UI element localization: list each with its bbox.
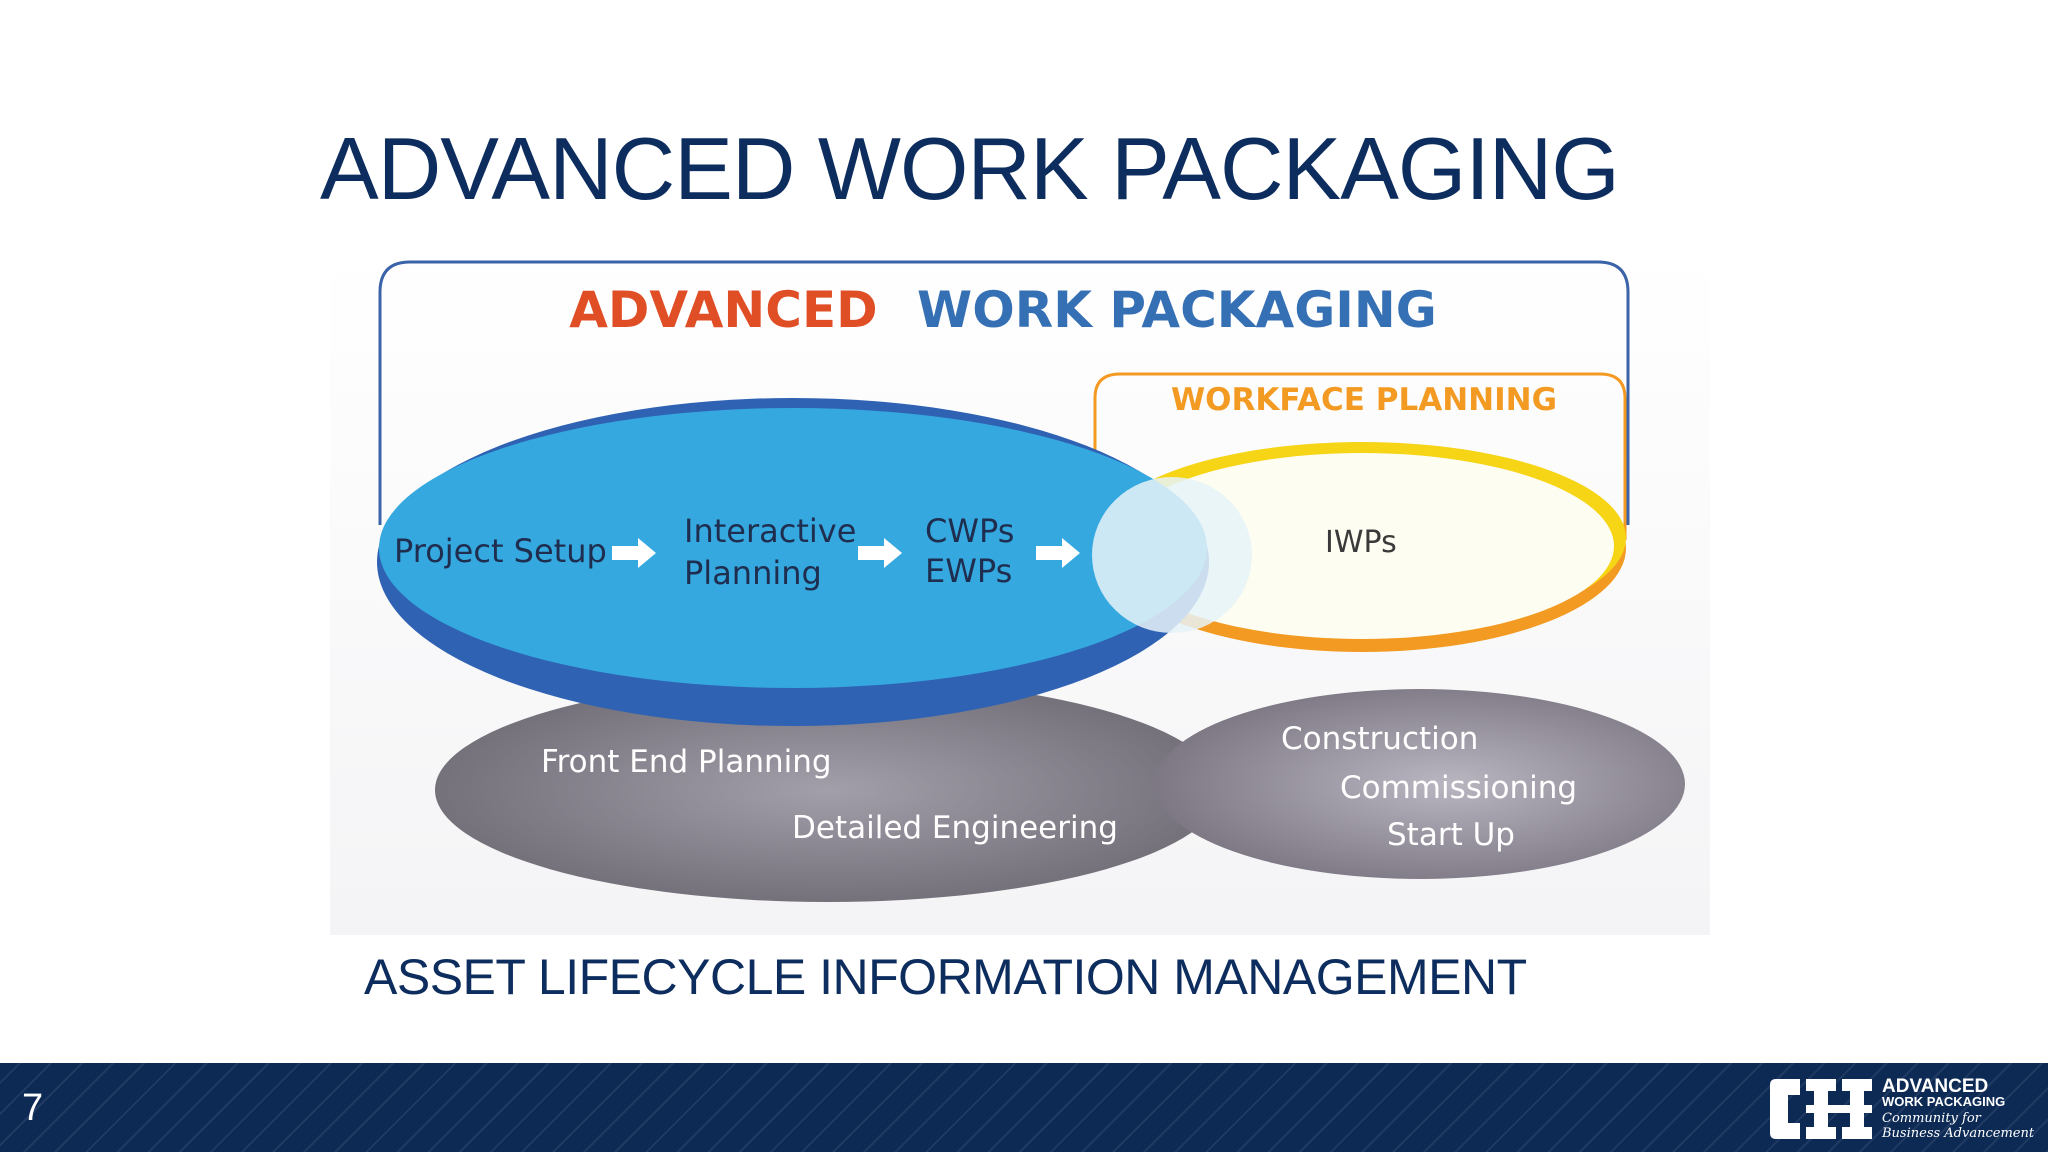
construction-ellipse bbox=[1155, 689, 1685, 879]
arrow-icon bbox=[612, 538, 656, 568]
iwps-label: IWPs bbox=[1325, 525, 1397, 560]
arrow-icon bbox=[858, 538, 902, 568]
slide-title: ADVANCED WORK PACKAGING bbox=[320, 119, 1620, 218]
step-interactive-planning: Interactive Planning bbox=[684, 512, 867, 592]
page-number: 7 bbox=[22, 1087, 44, 1129]
slide-subtitle: ASSET LIFECYCLE INFORMATION MANAGEMENT bbox=[364, 949, 1527, 1005]
workface-heading: WORKFACE PLANNING bbox=[1171, 382, 1557, 418]
heading-advanced: ADVANCED bbox=[569, 281, 877, 339]
footer-bar: 7 ADVANCED WORK PACKAGING Community for … bbox=[0, 1063, 2048, 1152]
front-end-ellipse bbox=[435, 678, 1221, 902]
start-up-label: Start Up bbox=[1387, 817, 1515, 853]
logo-tagline: Community for Business Advancement bbox=[1882, 1111, 2035, 1141]
step-project-setup: Project Setup bbox=[394, 532, 607, 570]
cii-awp-logo: ADVANCED WORK PACKAGING Community for Bu… bbox=[1766, 1073, 2034, 1145]
blue-ellipse bbox=[379, 408, 1207, 688]
logo-title: ADVANCED WORK PACKAGING bbox=[1882, 1076, 2006, 1109]
detailed-engineering-label: Detailed Engineering bbox=[792, 810, 1118, 846]
arrow-icon bbox=[1036, 538, 1080, 568]
commissioning-label: Commissioning bbox=[1340, 770, 1577, 806]
step-cwps-ewps: CWPs EWPs bbox=[925, 512, 1025, 590]
awp-frame bbox=[378, 260, 1630, 525]
front-end-planning-label: Front End Planning bbox=[541, 744, 832, 780]
awp-diagram: ADVANCED WORK PACKAGING WORKFACE PLANNIN… bbox=[330, 250, 1710, 935]
awp-heading: ADVANCED WORK PACKAGING bbox=[569, 281, 1437, 339]
construction-label: Construction bbox=[1281, 721, 1478, 757]
workface-frame bbox=[1093, 372, 1627, 540]
cii-logo-mark bbox=[1770, 1079, 1872, 1139]
heading-work-packaging: WORK PACKAGING bbox=[917, 281, 1437, 339]
overlap-highlight bbox=[1092, 477, 1252, 633]
